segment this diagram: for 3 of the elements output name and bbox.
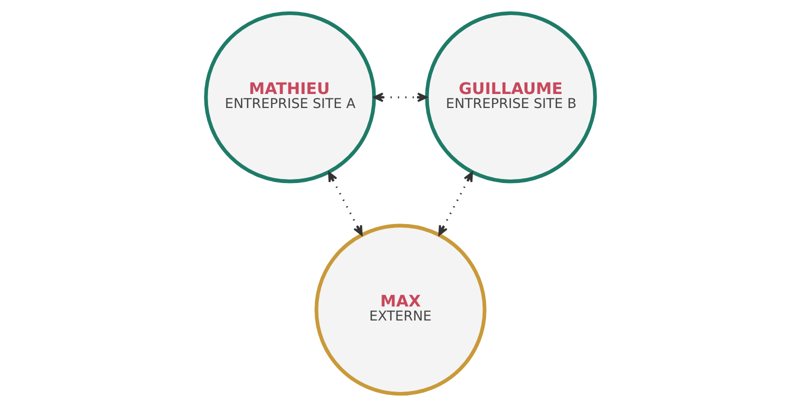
arrow — [438, 172, 472, 236]
arrow — [328, 172, 362, 236]
arrow — [372, 92, 427, 102]
